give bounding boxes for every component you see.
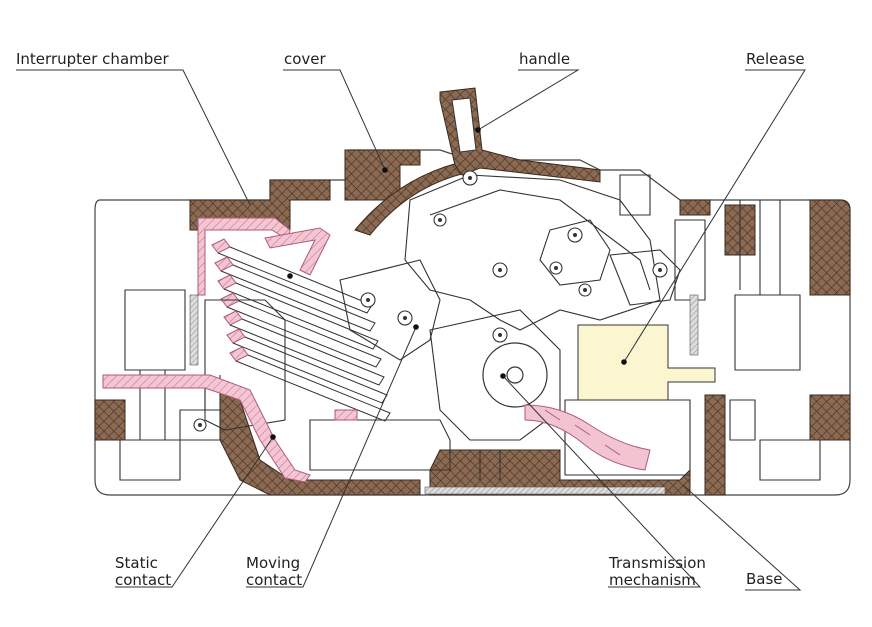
pivot-center — [573, 233, 577, 237]
base-strip — [189, 294, 699, 495]
plate-body — [217, 246, 373, 314]
leader-lines — [16, 69, 806, 591]
chute-top-plate — [264, 227, 331, 276]
label-release: Release — [746, 50, 805, 68]
plate-body — [220, 264, 376, 332]
leader-dot — [270, 434, 276, 440]
label-moving-contact-line1: Moving — [246, 554, 301, 572]
transmission-wheel — [482, 342, 548, 408]
label-moving-contact: Moving contact — [246, 555, 302, 589]
interrupter-frame — [197, 217, 291, 296]
pivot-center — [468, 176, 472, 180]
leader-transmission-mechanism — [502, 375, 702, 588]
leader-cover — [283, 69, 386, 171]
label-transmission-mechanism: Transmission mechanism — [609, 555, 706, 589]
static-contact-shape — [102, 374, 358, 483]
plate-body — [235, 354, 391, 422]
leader-static-contact — [115, 436, 274, 588]
leader-dot — [500, 373, 506, 379]
label-moving-contact-line2: contact — [246, 571, 303, 589]
pivot-center — [198, 423, 202, 427]
plate-body — [226, 300, 382, 368]
leader-dot — [287, 273, 293, 279]
label-interrupter-chamber: Interrupter chamber — [16, 50, 169, 68]
plate-tip — [223, 310, 243, 326]
leader-moving-contact — [246, 326, 417, 588]
pivot-pins — [193, 170, 668, 432]
label-handle: handle — [519, 50, 571, 68]
pivot-center — [403, 316, 407, 320]
pivot-center — [658, 268, 662, 272]
plate-tip — [226, 328, 246, 344]
leader-dot — [621, 359, 627, 365]
pivot-center — [554, 266, 558, 270]
label-cover: cover — [284, 50, 326, 68]
pivot-center — [583, 288, 587, 292]
plate-tip — [217, 274, 237, 290]
plate-tip — [214, 256, 234, 272]
leader-dot — [475, 127, 481, 133]
leader-dot — [413, 324, 419, 330]
release-block — [577, 324, 716, 401]
label-static-contact: Static contact — [115, 555, 171, 589]
twisted-spring — [524, 404, 651, 471]
pivot-center — [498, 333, 502, 337]
pivot-center — [438, 218, 442, 222]
pivot-center — [366, 298, 370, 302]
leader-dots — [270, 127, 627, 440]
leader-dot — [382, 167, 388, 173]
label-transmission-line2: mechanism — [609, 571, 696, 589]
pivot-center — [498, 268, 502, 272]
label-base: Base — [746, 570, 783, 588]
handle-lever — [439, 87, 601, 183]
leader-handle — [477, 69, 580, 131]
housing-walls — [94, 149, 851, 496]
outer-housing — [94, 149, 851, 496]
leader-release — [623, 69, 806, 363]
plate-body — [229, 318, 385, 386]
leader-base — [682, 484, 802, 591]
label-static-contact-line2: contact — [115, 571, 172, 589]
label-transmission-line1: Transmission — [609, 554, 706, 572]
plate-tip — [229, 346, 249, 362]
leader-interrupter-chamber — [16, 69, 251, 206]
label-static-contact-line1: Static — [115, 554, 158, 572]
plate-tip — [211, 238, 231, 254]
